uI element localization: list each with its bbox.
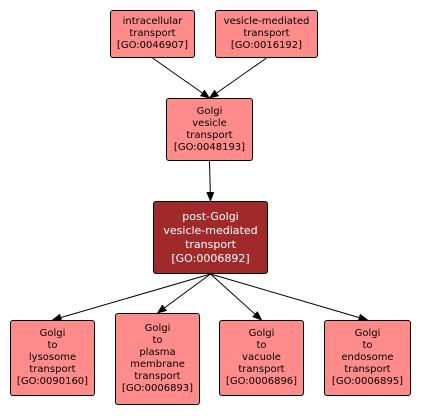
edge-post_golgi_vesicle_mediated_transport-to-golgi_to_plasma_membrane_transport <box>156 273 211 314</box>
edge-intracellular_transport-to-golgi_vesicle_transport <box>152 57 211 99</box>
edge-post_golgi_vesicle_mediated_transport-to-golgi_to_vacuole_transport <box>210 273 263 321</box>
node-label-line: Golgi <box>196 105 223 117</box>
node-label-line: Golgi <box>248 328 275 339</box>
node-label-line: plasma <box>139 347 176 358</box>
node-label-line: to <box>152 335 163 346</box>
edge-vesicle_mediated_transport-to-golgi_vesicle_transport <box>208 57 267 99</box>
node-label-line: to <box>47 340 58 351</box>
node-label-line: transport <box>134 371 181 382</box>
node-label-line: Golgi <box>144 323 171 334</box>
edge-golgi_vesicle_transport-to-post_golgi_vesicle_mediated_transport <box>206 160 215 202</box>
node-label-line: transport <box>129 28 176 39</box>
node-label-line: Golgi <box>39 328 66 339</box>
node-label-line: transport <box>344 364 391 375</box>
node-label-line: vacuole <box>242 352 281 363</box>
node-label-line: transport <box>185 237 236 251</box>
node-label-line: transport <box>186 129 233 141</box>
node-label-line: transport <box>29 364 76 375</box>
node-label-line: to <box>362 340 373 351</box>
node-label-line: [GO:0006893] <box>121 383 194 394</box>
node-label-line: [GO:0090160] <box>16 376 89 387</box>
node-label-line: [GO:0006895] <box>331 376 404 387</box>
node-label-line: [GO:0046907] <box>116 40 189 51</box>
node-label-line: vesicle-mediated <box>223 16 310 27</box>
node-label-line: to <box>256 340 267 351</box>
node-label-line: post-Golgi <box>182 209 239 223</box>
node-label-line: lysosome <box>28 352 77 363</box>
edge-post_golgi_vesicle_mediated_transport-to-golgi_to_lysosome_transport <box>51 273 211 322</box>
node-label-line: [GO:0006896] <box>225 376 298 387</box>
node-label-line: intracellular <box>122 16 183 27</box>
node-label-line: endosome <box>341 352 394 363</box>
node-label-line: [GO:0048193] <box>173 141 246 153</box>
node-label-line: Golgi <box>354 328 381 339</box>
edge-post_golgi_vesicle_mediated_transport-to-golgi_to_endosome_transport <box>210 273 369 322</box>
node-label-line: transport <box>243 28 290 39</box>
node-label-line: membrane <box>130 359 185 370</box>
node-label-line: transport <box>238 364 285 375</box>
node-label-line: vesicle <box>192 117 227 129</box>
node-label-line: [GO:0006892] <box>171 251 250 265</box>
node-label-line: vesicle-mediated <box>163 223 258 237</box>
node-label-line: [GO:0016192] <box>230 40 303 51</box>
